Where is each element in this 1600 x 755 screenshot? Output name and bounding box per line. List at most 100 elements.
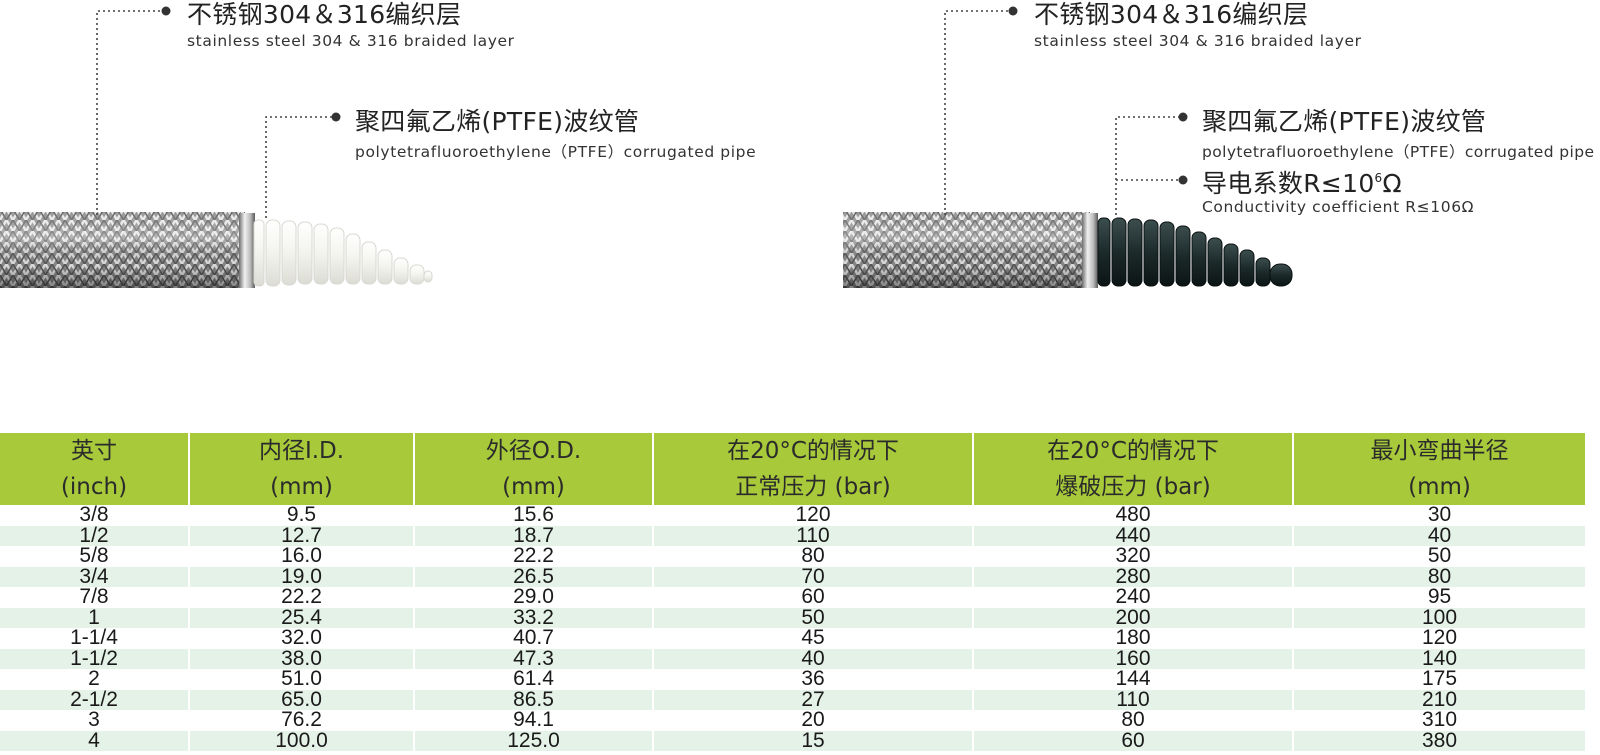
header-line1: 内径I.D. — [258, 438, 345, 464]
table-cell: 22.2 — [189, 587, 415, 608]
header-line1: 外径O.D. — [485, 438, 582, 464]
table-cell: 30 — [1293, 505, 1585, 526]
table-cell: 40.7 — [414, 628, 654, 649]
header-line2: 爆破压力 (bar) — [1055, 474, 1211, 500]
table-cell: 7/8 — [0, 587, 190, 608]
callout-dot — [1178, 175, 1188, 185]
table-header-row: 英寸(inch) 内径I.D. (mm) 外径O.D. (mm) 在20°C的情况下… — [0, 433, 1585, 505]
table-cell: 440 — [973, 525, 1294, 546]
table-cell: 3 — [0, 710, 190, 731]
right-conductivity-label-cn: 导电系数R≤106Ω — [1202, 164, 1402, 200]
col-header-bend-radius: 最小弯曲半径 (mm) — [1293, 433, 1585, 505]
table-cell: 320 — [973, 546, 1294, 567]
table-cell: 110 — [973, 689, 1294, 710]
table-cell: 33.2 — [414, 607, 654, 628]
table-cell: 60 — [653, 587, 974, 608]
header-line1: 在20°C的情况下 — [1047, 438, 1219, 464]
table-cell: 280 — [973, 566, 1294, 587]
table-cell: 240 — [973, 587, 1294, 608]
table-cell: 50 — [1293, 546, 1585, 567]
table-cell: 15 — [653, 730, 974, 751]
table-cell: 29.0 — [414, 587, 654, 608]
table-cell: 100.0 — [189, 730, 415, 751]
table-cell: 20 — [653, 710, 974, 731]
table-cell: 40 — [1293, 525, 1585, 546]
table-cell: 1/2 — [0, 525, 190, 546]
table-cell: 1-1/4 — [0, 628, 190, 649]
table-cell: 27 — [653, 689, 974, 710]
left-pipe-label-en: polytetrafluoroethylene（PTFE）corrugated … — [355, 143, 757, 161]
table-cell: 140 — [1293, 648, 1585, 669]
table-cell: 125.0 — [414, 730, 654, 751]
table-cell: 51.0 — [189, 669, 415, 690]
table-cell: 47.3 — [414, 648, 654, 669]
table-cell: 9.5 — [189, 505, 415, 526]
hose-illustrations — [0, 6, 1293, 288]
left-braid-label-en: stainless steel 304 & 316 braided layer — [187, 32, 515, 50]
callout-dot — [1178, 112, 1188, 122]
header-line2: (mm) — [502, 474, 565, 500]
header-line2: 正常压力 (bar) — [735, 474, 891, 500]
header-line2: (mm) — [1408, 474, 1471, 500]
header-line1: 在20°C的情况下 — [727, 438, 899, 464]
left-hose — [0, 6, 433, 288]
right-pipe-label-en: polytetrafluoroethylene（PTFE）corrugated … — [1202, 143, 1595, 161]
table-cell: 1 — [0, 607, 190, 628]
left-braid-label-cn: 不锈钢304＆316编织层 — [187, 0, 462, 29]
table-cell: 120 — [1293, 628, 1585, 649]
col-header-inch: 英寸(inch) — [0, 433, 190, 505]
table-cell: 50 — [653, 607, 974, 628]
table-cell: 95 — [1293, 587, 1585, 608]
table-cell: 36 — [653, 669, 974, 690]
table-cell: 80 — [653, 546, 974, 567]
header-line1: 英寸 — [71, 438, 117, 464]
table-cell: 32.0 — [189, 628, 415, 649]
table-cell: 120 — [653, 505, 974, 526]
table-cell: 76.2 — [189, 710, 415, 731]
braid-callout-line — [944, 10, 1012, 215]
table-cell: 175 — [1293, 669, 1585, 690]
right-ptfe-corrugated-pipe — [1097, 217, 1293, 287]
pipe-callout-line — [265, 116, 335, 218]
table-cell: 2 — [0, 669, 190, 690]
table-cell: 16.0 — [189, 546, 415, 567]
table-cell: 25.4 — [189, 607, 415, 628]
col-header-od: 外径O.D. (mm) — [414, 433, 654, 505]
table-cell: 38.0 — [189, 648, 415, 669]
table-cell: 200 — [973, 607, 1294, 628]
table-cell: 380 — [1293, 730, 1585, 751]
table-cell: 180 — [973, 628, 1294, 649]
spec-table: 英寸(inch) 内径I.D. (mm) 外径O.D. (mm) 在20°C的情况下… — [0, 433, 1585, 751]
table-cell: 110 — [653, 525, 974, 546]
header-line2: (mm) — [270, 474, 333, 500]
callout-dot — [1008, 6, 1018, 16]
col-header-id: 内径I.D. (mm) — [189, 433, 415, 505]
table-cell: 2-1/2 — [0, 689, 190, 710]
table-cell: 3/4 — [0, 566, 190, 587]
conductivity-text: 导电系数R≤10 — [1202, 169, 1375, 198]
table-cell: 5/8 — [0, 546, 190, 567]
left-pipe-label-cn: 聚四氟乙烯(PTFE)波纹管 — [355, 107, 640, 136]
table-cell: 480 — [973, 505, 1294, 526]
table-cell: 144 — [973, 669, 1294, 690]
table-cell: 160 — [973, 648, 1294, 669]
pipe-callout-line — [1115, 116, 1182, 220]
table-cell: 1-1/2 — [0, 648, 190, 669]
table-cell: 60 — [973, 730, 1294, 751]
table-cell: 45 — [653, 628, 974, 649]
table-cell: 100 — [1293, 607, 1585, 628]
table-cell: 210 — [1293, 689, 1585, 710]
col-header-working-pressure: 在20°C的情况下正常压力 (bar) — [653, 433, 974, 505]
right-hose — [843, 6, 1293, 288]
header-line1: 最小弯曲半径 — [1370, 438, 1509, 464]
